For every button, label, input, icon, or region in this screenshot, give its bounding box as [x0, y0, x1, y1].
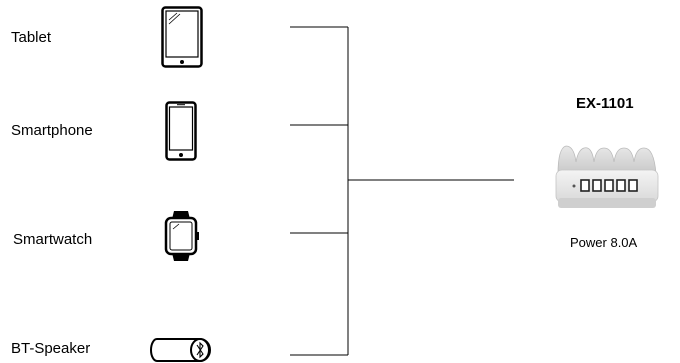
tablet-icon [161, 6, 203, 68]
smartphone-icon [165, 101, 197, 161]
usb-charging-station-image [555, 145, 659, 208]
device-label-smartwatch: Smartwatch [13, 231, 93, 248]
bluetooth-icon [196, 341, 204, 359]
smartwatch-icon [164, 211, 199, 261]
bt-speaker-icon [150, 338, 211, 362]
device-label-bt-speaker: BT-Speaker [11, 340, 91, 357]
device-label-smartphone: Smartphone [11, 122, 93, 139]
device-label-tablet: Tablet [11, 29, 52, 46]
product-power: Power 8.0A [570, 235, 638, 250]
product-name: EX-1101 [576, 95, 634, 112]
